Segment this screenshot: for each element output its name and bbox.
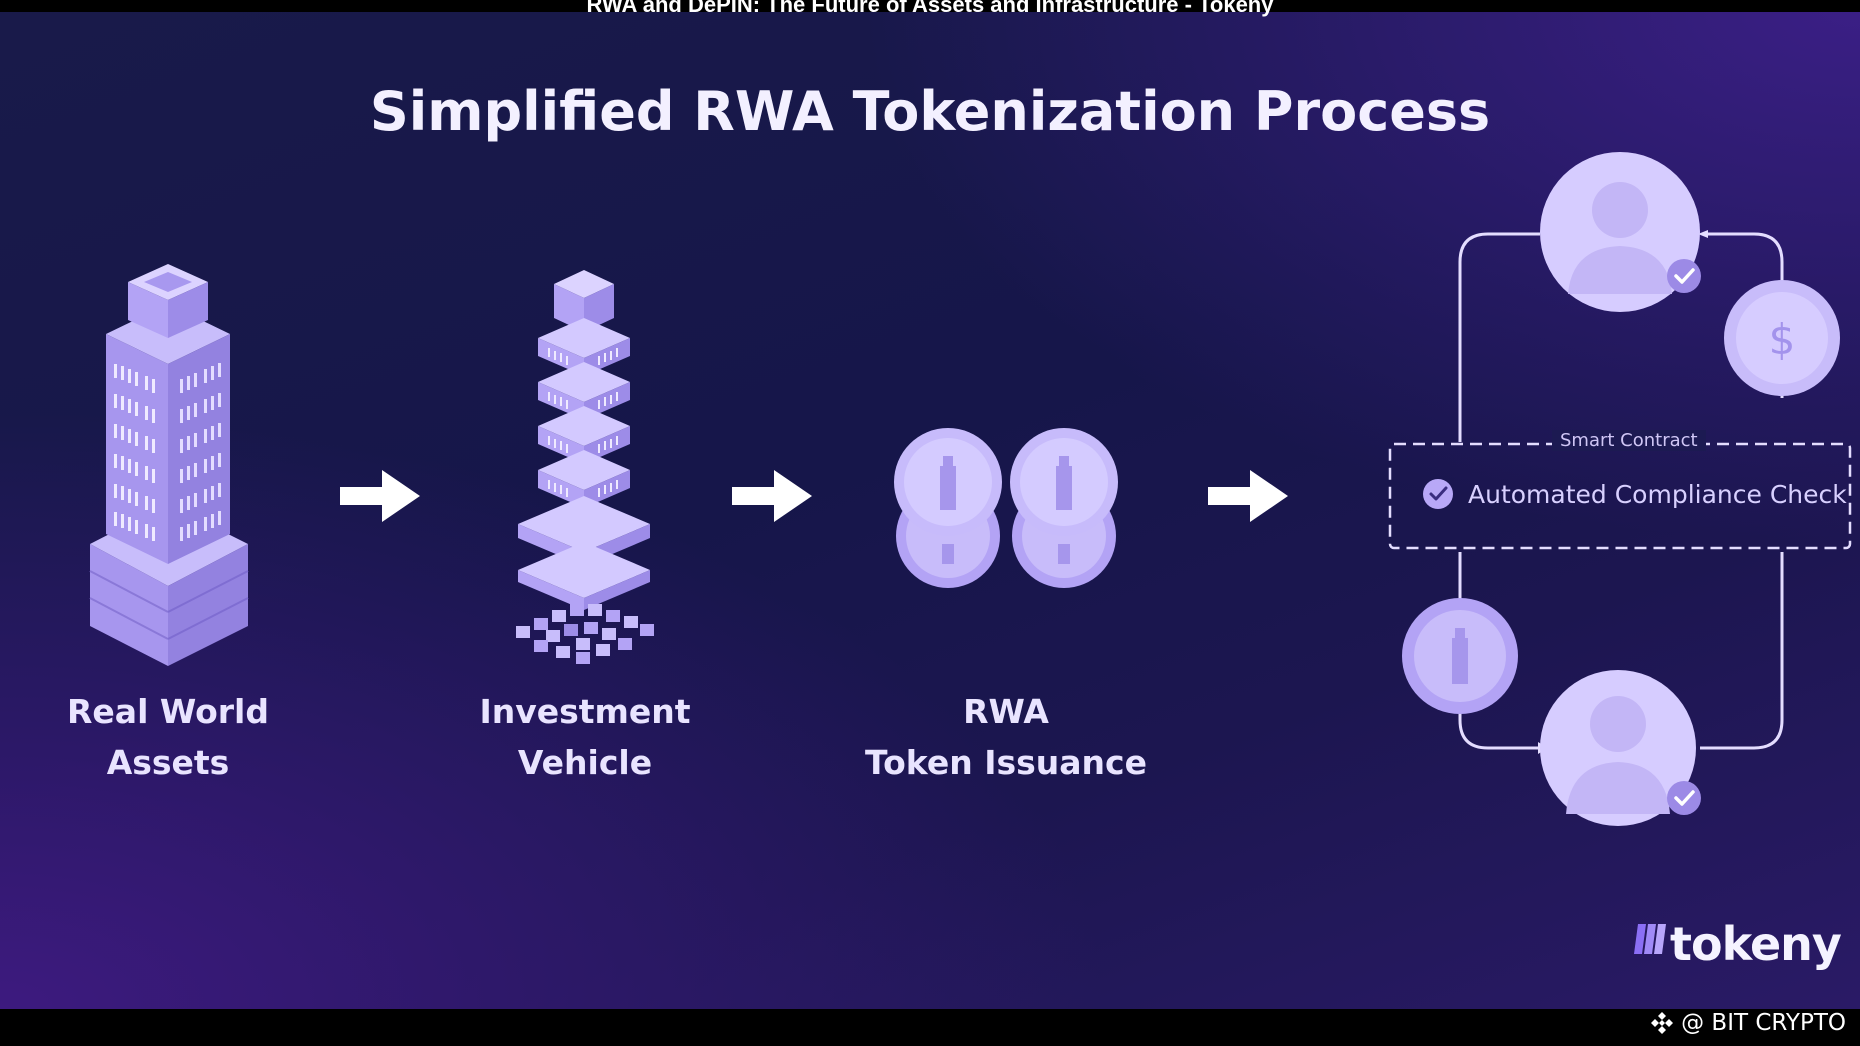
step-label-rwa-token-issuance: RWA Token Issuance [846, 686, 1166, 788]
check-circle-icon [1423, 479, 1453, 509]
arrow-right-icon [732, 470, 812, 522]
step-label-line: Investment [479, 692, 691, 731]
step-label-line: RWA [963, 692, 1049, 731]
logo-text: tokeny [1670, 917, 1842, 971]
smart-contract-box [1388, 442, 1852, 550]
step-label-investment-vehicle: Investment Vehicle [425, 686, 745, 788]
watermark: @ BIT CRYPTO [1649, 1004, 1846, 1041]
token-coins-icon [894, 428, 1118, 588]
investor-avatar-icon [1540, 152, 1701, 312]
diagram-artwork: $ [89, 152, 1852, 954]
footer-bar [0, 1009, 1860, 1046]
investor-avatar-icon [1540, 670, 1701, 826]
caption-bar [0, 0, 1860, 12]
arrow-right-icon [340, 470, 420, 522]
diagram-title: Simplified RWA Tokenization Process [369, 80, 1491, 143]
compliance-check-text: Automated Compliance Check [1468, 480, 1847, 509]
step-label-real-world-assets: Real World Assets [8, 686, 328, 788]
fractionalized-building-icon [516, 270, 654, 664]
tokeny-logo-mark [1634, 924, 1666, 954]
binance-icon [1651, 1011, 1674, 1034]
diagram-canvas: Simplified RWA Tokenization Process [0, 4, 1860, 1009]
smart-contract-title: Smart Contract [1552, 430, 1706, 451]
tokeny-logo: tokeny [1630, 914, 1842, 974]
skyscraper-icon [89, 264, 249, 666]
token-coin-icon [1402, 598, 1518, 714]
step-label-line: Token Issuance [865, 743, 1147, 782]
dollar-coin-icon: $ [1724, 280, 1840, 396]
watermark-text: @ BIT CRYPTO [1681, 1009, 1846, 1036]
arrow-right-icon [1208, 470, 1288, 522]
step-label-line: Real World [67, 692, 269, 731]
step-label-line: Assets [106, 743, 230, 782]
step-label-line: Vehicle [517, 743, 653, 782]
flow-lines [1458, 232, 1784, 750]
video-caption: RWA and DePIN: The Future of Assets and … [586, 0, 1274, 17]
svg-text:$: $ [1769, 315, 1796, 364]
